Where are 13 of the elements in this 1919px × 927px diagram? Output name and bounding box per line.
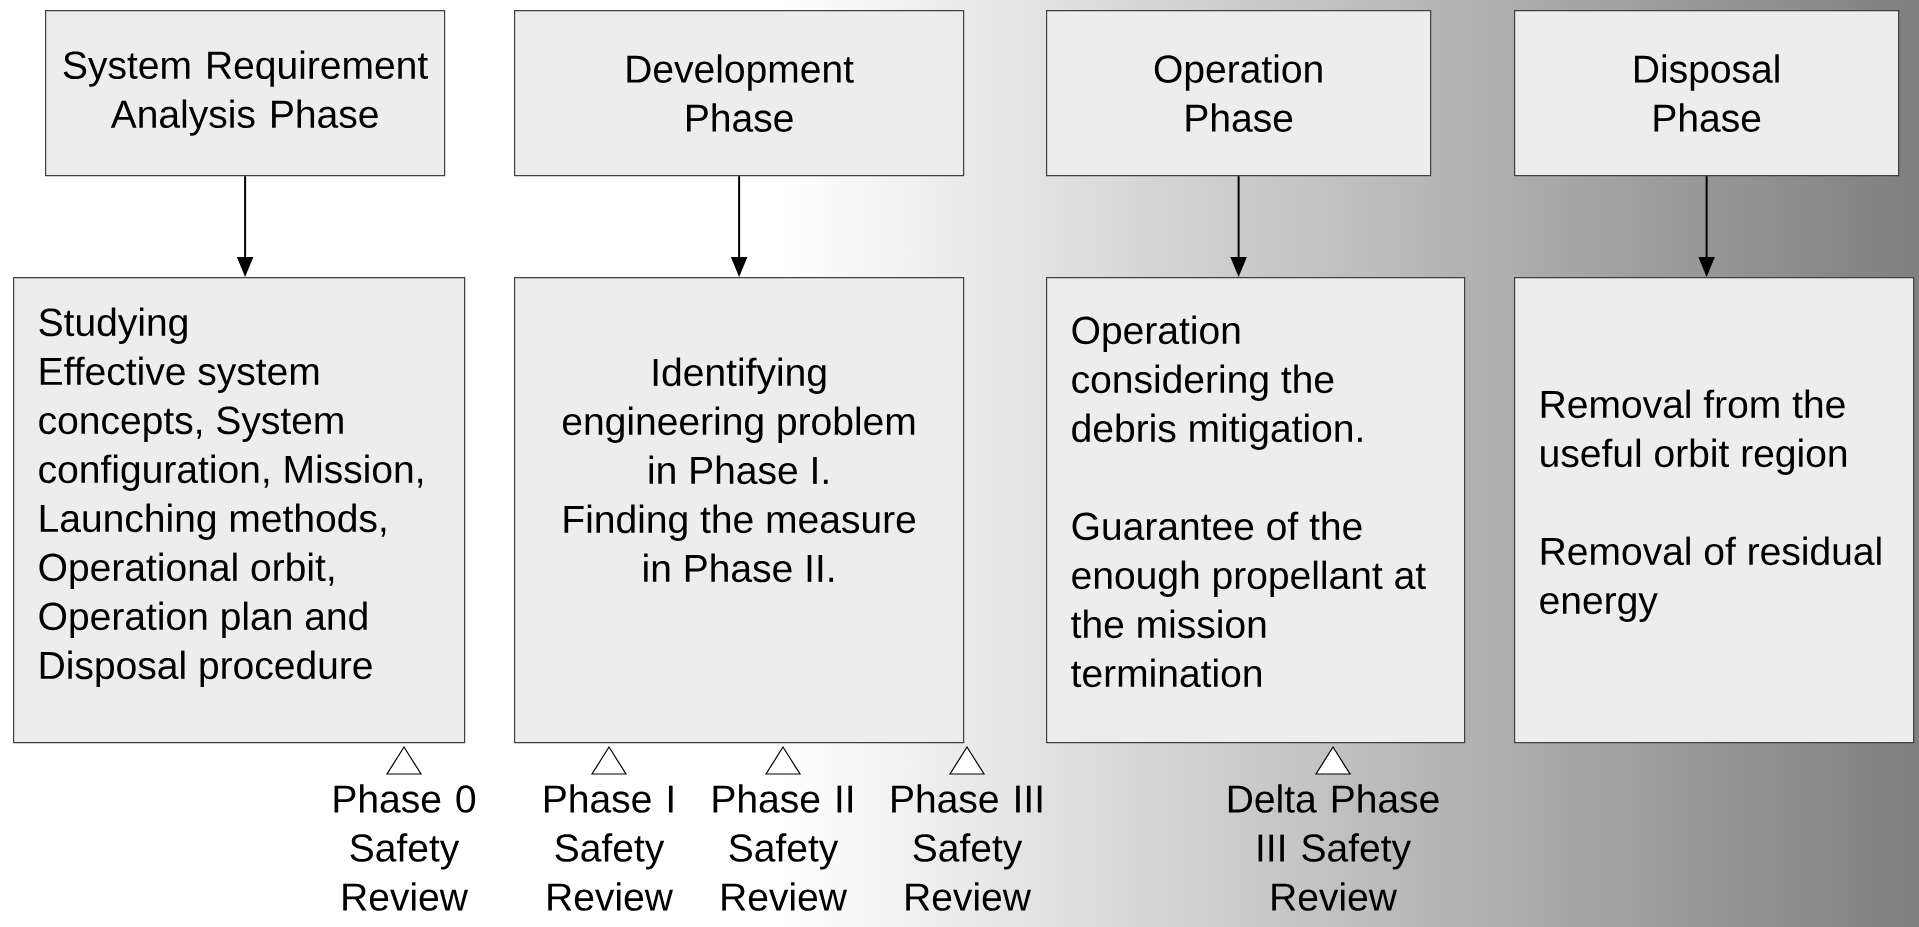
activity-box: Removal from the useful orbit region Removal of residual energy — [1514, 277, 1915, 744]
review-label: Phase II Safety Review — [713, 784, 852, 911]
activity-box: Studying Effective system concepts, System configuration, Mission, Launching methods, Operational orbit, Operation plan and Disposal procedure — [13, 277, 466, 744]
review-label: Phase I Safety Review — [545, 784, 673, 911]
review-label: Phase III Safety Review — [892, 784, 1042, 911]
phase-box: System Requirement Analysis Phase — [45, 10, 446, 177]
activity-box: Identifying engineering problem in Phase I. Finding the measure in Phase II. — [514, 277, 965, 744]
activity-box: Operation considering the debris mitigation. Guarantee of the enough propellant at the mission termination — [1046, 277, 1466, 744]
review-label: Delta Phase III Safety Review — [1228, 784, 1439, 911]
review-label: Phase 0 Safety Review — [334, 784, 476, 911]
phase-box: Development Phase — [514, 10, 965, 177]
phase-box: Operation Phase — [1046, 10, 1432, 177]
phase-box: Disposal Phase — [1514, 10, 1900, 177]
